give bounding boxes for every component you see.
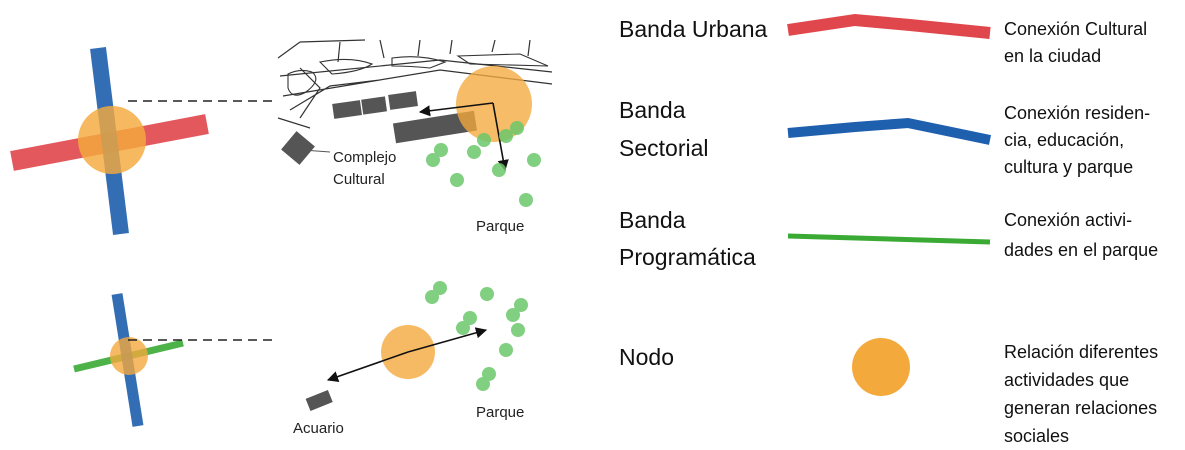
tree	[506, 308, 520, 322]
label-cultural: Cultural	[333, 171, 385, 188]
building	[332, 100, 362, 119]
label-acuario: Acuario	[293, 420, 344, 437]
park-trees-top	[426, 121, 541, 207]
building	[361, 96, 387, 115]
tree	[477, 133, 491, 147]
legend-desc-programatica-1: Conexión activi-	[1004, 210, 1132, 230]
legend-desc-urbana-2: en la ciudad	[1004, 46, 1101, 66]
tree	[467, 145, 481, 159]
legend-desc-sectorial-3: cultura y parque	[1004, 157, 1133, 177]
tree	[514, 298, 528, 312]
tree	[425, 290, 439, 304]
park-trees-bottom	[425, 281, 528, 391]
tree	[480, 287, 494, 301]
tree	[499, 129, 513, 143]
legend-desc-sectorial-2: cia, educación,	[1004, 130, 1124, 150]
tree	[476, 377, 490, 391]
tree	[434, 143, 448, 157]
legend-title-sectorial-2: Sectorial	[619, 135, 708, 161]
legend: Banda Urbana Conexión Cultural en la ciu…	[619, 13, 1158, 446]
node-circle	[110, 337, 148, 375]
label-complejo: Complejo	[333, 149, 396, 166]
tree	[510, 121, 524, 135]
legend-line-programatica	[787, 233, 991, 245]
legend-desc-nodo-4: sociales	[1004, 426, 1069, 446]
tree	[527, 153, 541, 167]
node-circle	[78, 106, 146, 174]
tree	[433, 281, 447, 295]
legend-title-programatica-1: Banda	[619, 207, 686, 233]
building	[281, 131, 315, 165]
tree	[519, 193, 533, 207]
tree	[511, 323, 525, 337]
label-parque-top: Parque	[476, 218, 524, 235]
arrow-to-complejo	[418, 102, 494, 117]
site-map-context	[274, 39, 556, 141]
legend-line-sectorial	[787, 117, 992, 145]
legend-title-programatica-2: Programática	[619, 244, 756, 270]
arrow-to-acuario	[326, 351, 409, 382]
legend-title-sectorial-1: Banda	[619, 97, 686, 123]
legend-desc-nodo-2: actividades que	[1004, 370, 1129, 390]
cross-symbol-sectorial-programatic	[73, 293, 184, 427]
arrow-to-parque	[407, 327, 488, 353]
tree	[456, 321, 470, 335]
tree	[492, 163, 506, 177]
arrow-to-parque	[492, 102, 509, 172]
cross-symbol-urban-sectorial	[10, 47, 209, 235]
legend-desc-programatica-2: dades en el parque	[1004, 240, 1158, 260]
building	[392, 110, 478, 144]
building	[388, 91, 418, 110]
legend-line-urbana	[787, 13, 991, 39]
complejo-cultural-buildings	[281, 91, 478, 165]
tree	[463, 311, 477, 325]
tree	[499, 343, 513, 357]
legend-desc-sectorial-1: Conexión residen-	[1004, 103, 1150, 123]
legend-title-urbana: Banda Urbana	[619, 16, 768, 42]
legend-title-nodo: Nodo	[619, 344, 674, 370]
callout-line	[302, 149, 331, 153]
tree	[450, 173, 464, 187]
legend-desc-nodo-1: Relación diferentes	[1004, 342, 1158, 362]
label-parque-bottom: Parque	[476, 404, 524, 421]
acuario-building	[305, 389, 333, 411]
legend-desc-nodo-3: generan relaciones	[1004, 398, 1157, 418]
legend-node-circle	[852, 338, 910, 396]
tree	[426, 153, 440, 167]
street-curves	[287, 53, 549, 96]
legend-desc-urbana-1: Conexión Cultural	[1004, 19, 1147, 39]
